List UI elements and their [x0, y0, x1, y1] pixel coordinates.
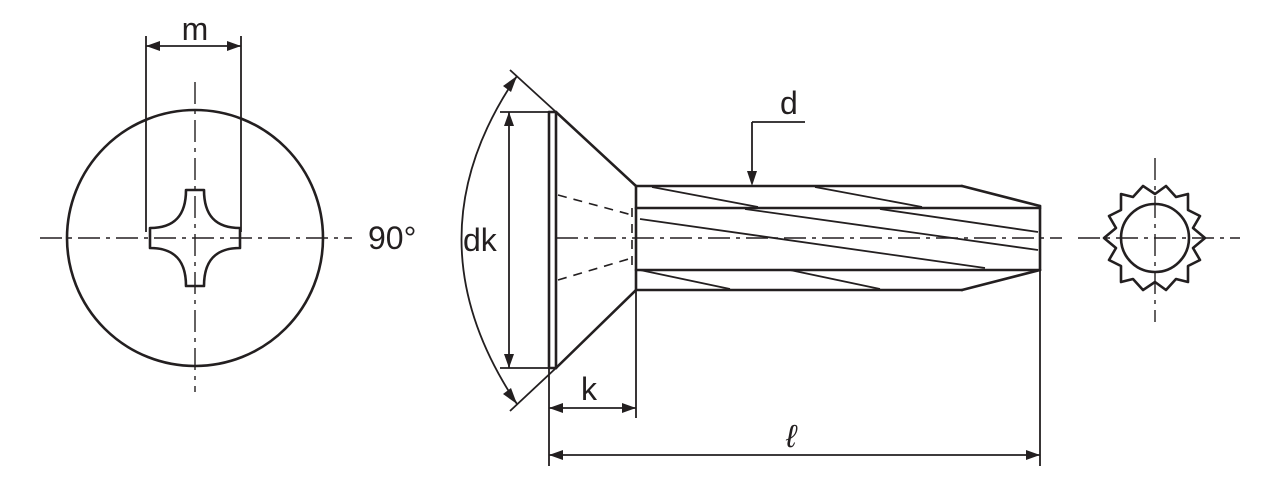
d-arrow: [747, 171, 757, 186]
k-arrow-right: [622, 403, 636, 413]
screw-side-view: [547, 110, 1062, 370]
head-cone-upper: [554, 110, 638, 188]
m-arrow-right: [227, 41, 241, 51]
m-arrow-left: [146, 41, 160, 51]
m-label: m: [182, 11, 209, 47]
angle-dimension: 90°: [368, 69, 557, 412]
flute-line: [744, 208, 1039, 251]
dk-arrow-upper: [504, 112, 514, 126]
flute-line: [639, 218, 986, 269]
recess-hidden-line-upper: [557, 194, 633, 216]
fluted-outline: [1102, 184, 1207, 292]
angle-arrow-lower: [503, 388, 517, 404]
length-dimension: ℓ: [548, 270, 1041, 466]
head-cone-lower: [554, 288, 638, 370]
flute-line: [651, 186, 759, 208]
cross-recess: [148, 188, 242, 288]
length-arrow-left: [549, 450, 563, 460]
length-label: ℓ: [785, 418, 798, 454]
dk-dimension: dk: [463, 111, 549, 369]
recess-hidden-line-lower: [557, 257, 633, 281]
length-arrow-right: [1026, 450, 1040, 460]
angle-label: 90°: [368, 220, 416, 256]
k-dimension: k: [548, 290, 637, 418]
dk-label: dk: [463, 222, 498, 258]
flute-line: [814, 186, 923, 208]
end-view: [1078, 158, 1240, 322]
taper-upper: [960, 184, 1042, 208]
angle-arrow-upper: [503, 76, 517, 92]
angle-extension-upper: [509, 69, 557, 113]
k-arrow-left: [549, 403, 563, 413]
d-dimension: d: [747, 85, 805, 186]
flute-line: [879, 208, 1039, 233]
dk-arrow-lower: [504, 354, 514, 368]
flute-line: [789, 269, 881, 290]
flute-line: [639, 269, 731, 290]
taper-lower: [960, 268, 1042, 292]
k-label: k: [581, 371, 598, 407]
head-top-view: m: [40, 11, 352, 392]
angle-arc: [460, 75, 518, 405]
d-label: d: [780, 85, 798, 121]
